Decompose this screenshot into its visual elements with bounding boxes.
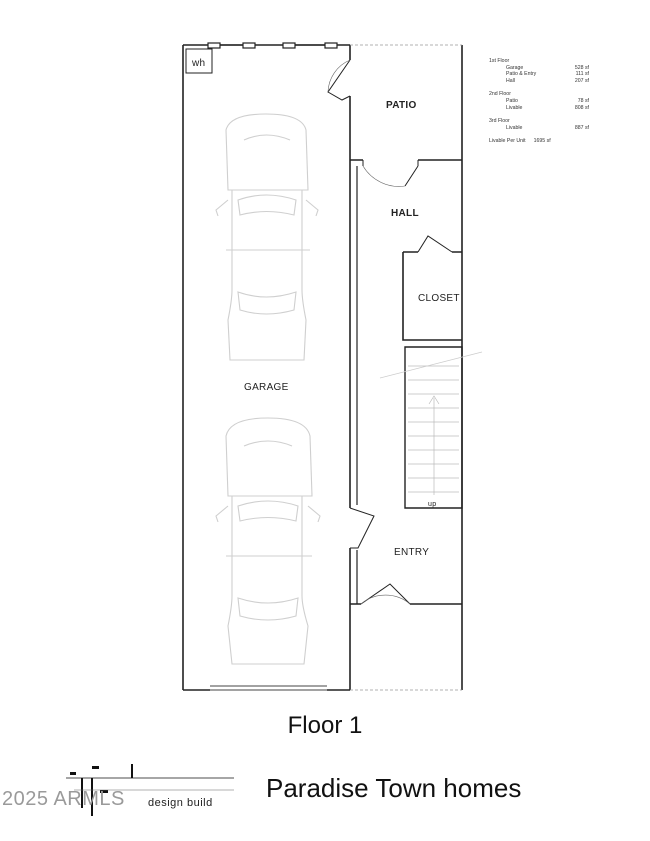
open-area-dashes bbox=[350, 44, 462, 691]
schedule-row: Patio 78 sf bbox=[489, 98, 589, 105]
schedule-label: Patio bbox=[506, 97, 518, 104]
schedule-label: Patio & Entry bbox=[506, 71, 537, 78]
water-heater bbox=[185, 48, 213, 74]
schedule-label: Garage bbox=[506, 64, 524, 71]
patio-door-swing bbox=[327, 59, 351, 93]
stair-box bbox=[404, 346, 463, 509]
schedule-label: Livable bbox=[506, 104, 523, 111]
schedule-value: 111 sf bbox=[575, 71, 589, 78]
schedule-floor1-title: 1st Floor bbox=[489, 58, 510, 64]
hall-label: HALL bbox=[391, 208, 419, 219]
schedule-floor1: 1st Floor Garage 528 sf Patio & Entry 11… bbox=[489, 58, 589, 84]
entry-label: ENTRY bbox=[394, 547, 429, 558]
wh-label: wh bbox=[191, 58, 205, 69]
watermark: 2025 ARMLS bbox=[2, 788, 125, 810]
schedule-floor2: 2nd Floor Patio 78 sf Livable 808 sf bbox=[489, 91, 589, 111]
brand-text: design build bbox=[148, 797, 213, 809]
schedule-row: Livable 887 sf bbox=[489, 125, 589, 132]
garage-door bbox=[210, 685, 327, 691]
car-bottom-icon bbox=[215, 417, 321, 665]
closet-door bbox=[417, 235, 453, 253]
schedule-row: Livable 808 sf bbox=[489, 105, 589, 112]
schedule-row: Garage 528 sf bbox=[489, 65, 589, 72]
floor-title: Floor 1 bbox=[287, 712, 363, 739]
brand-logo bbox=[66, 764, 234, 816]
schedule-floor3-title: 3rd Floor bbox=[489, 118, 510, 125]
schedule-total-label: Livable Per Unit bbox=[489, 138, 526, 145]
patio-label: PATIO bbox=[386, 100, 417, 111]
hall-door bbox=[362, 160, 419, 187]
schedule-floor2-title: 2nd Floor bbox=[489, 91, 511, 98]
entry-main-door bbox=[360, 583, 411, 605]
stair-treads bbox=[379, 351, 483, 495]
garage-label: GARAGE bbox=[244, 382, 289, 393]
closet-label: CLOSET bbox=[418, 293, 460, 304]
schedule-row: Patio & Entry 111 sf bbox=[489, 71, 589, 78]
entry-door-swing bbox=[360, 594, 411, 605]
car-top-icon bbox=[215, 113, 319, 361]
schedule-label: Livable bbox=[506, 124, 523, 131]
closet-box bbox=[402, 251, 462, 341]
schedule-total-value: 1695 sf bbox=[533, 138, 551, 145]
area-schedule: 1st Floor Garage 528 sf Patio & Entry 11… bbox=[489, 58, 589, 145]
schedule-value: 207 sf bbox=[574, 77, 589, 84]
schedule-label: Hall bbox=[506, 77, 515, 84]
stair-up-label: up bbox=[428, 501, 436, 508]
garage-windows bbox=[207, 42, 338, 49]
entry-side-door bbox=[349, 507, 375, 549]
schedule-value: 78 sf bbox=[577, 97, 589, 104]
schedule-value: 887 sf bbox=[574, 124, 589, 131]
schedule-value: 528 sf bbox=[574, 64, 589, 71]
schedule-value: 808 sf bbox=[574, 104, 589, 111]
project-title: Paradise Town homes bbox=[266, 773, 522, 803]
schedule-floor3: 3rd Floor Livable 887 sf bbox=[489, 118, 589, 131]
schedule-total: Livable Per Unit 1695 sf bbox=[489, 138, 589, 145]
patio-door bbox=[327, 59, 351, 101]
hall-door-swing bbox=[362, 165, 406, 187]
schedule-row: Hall 207 sf bbox=[489, 78, 589, 85]
